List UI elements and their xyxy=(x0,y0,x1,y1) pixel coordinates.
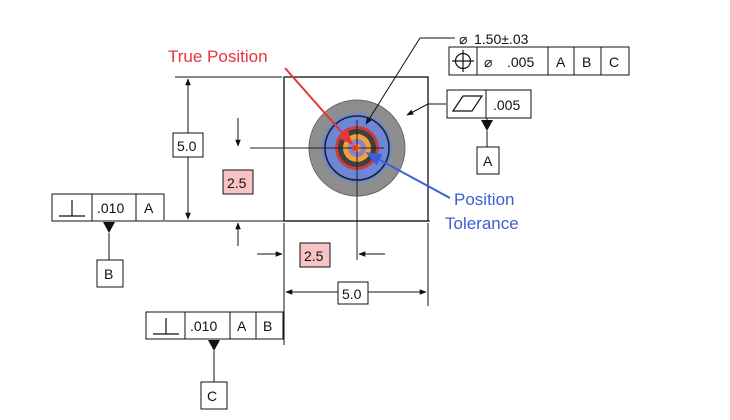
position-datum-c: C xyxy=(609,54,619,70)
hole-diameter-symbol: ⌀ xyxy=(459,31,467,47)
position-tolerance-label-2: Tolerance xyxy=(445,214,519,233)
left-perp-tolerance-value: .010 xyxy=(97,200,124,216)
perpendicularity-icon xyxy=(59,200,85,217)
hole-size-value: 1.50±.03 xyxy=(474,31,529,47)
dim-width-basic: 2.5 xyxy=(257,223,385,345)
dim-height-basic-value: 2.5 xyxy=(227,175,247,191)
datum-c-triangle xyxy=(208,340,220,351)
position-diameter-symbol: ⌀ xyxy=(484,54,492,70)
bottom-perp-tolerance-value: .010 xyxy=(190,318,217,334)
flatness-fcf: .005 A xyxy=(406,89,532,175)
flatness-leader xyxy=(406,103,446,116)
position-tolerance-label-1: Position xyxy=(454,190,514,209)
dim-width-basic-value: 2.5 xyxy=(304,248,324,264)
dim-width-overall-value: 5.0 xyxy=(342,286,362,302)
position-fcf: ⌀ .005 A B C xyxy=(448,46,630,76)
flatness-tolerance-value: .005 xyxy=(493,97,520,113)
bottom-perp-datum-a: A xyxy=(237,318,247,334)
flatness-icon xyxy=(451,95,484,112)
dim-height-overall-value: 5.0 xyxy=(177,138,197,154)
left-perp-datum-a: A xyxy=(144,200,154,216)
datum-b-label: B xyxy=(104,266,113,282)
left-perp-fcf: .010 A B xyxy=(51,193,430,288)
dim-height-basic: 2.5 xyxy=(222,118,254,246)
datum-b-triangle xyxy=(103,222,115,233)
datum-a-label: A xyxy=(483,153,493,169)
bottom-perp-fcf: .010 A B C xyxy=(145,311,284,410)
bottom-perp-datum-b: B xyxy=(263,318,272,334)
perpendicularity-icon xyxy=(153,318,179,335)
hole-callout-leader xyxy=(365,37,455,125)
position-tolerance-value: .005 xyxy=(507,54,534,70)
hole-feature xyxy=(250,99,406,260)
position-datum-a: A xyxy=(556,54,566,70)
datum-c-label: C xyxy=(207,388,217,404)
datum-a-triangle xyxy=(481,120,493,131)
true-position-dot xyxy=(352,145,358,151)
position-tolerance-leader xyxy=(365,152,451,199)
hole-size-callout: ⌀ 1.50±.03 xyxy=(365,31,529,125)
dim-height-overall: 5.0 xyxy=(172,76,282,220)
position-datum-b: B xyxy=(582,54,591,70)
position-icon xyxy=(452,50,474,72)
true-position-label: True Position xyxy=(168,47,268,66)
dim-width-overall: 5.0 xyxy=(285,223,429,306)
true-position-leader xyxy=(284,67,354,146)
